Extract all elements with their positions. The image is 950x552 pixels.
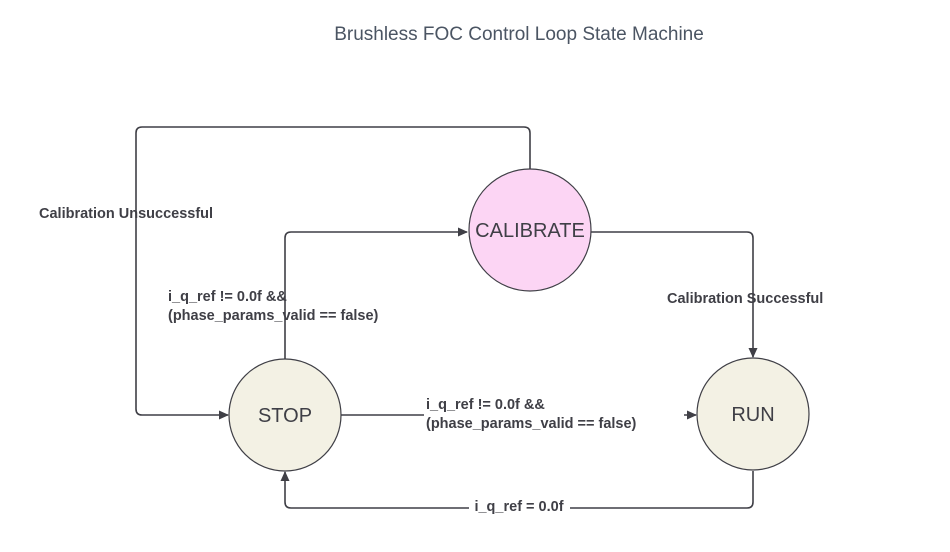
label-stop-to-run-line1: i_q_ref != 0.0f && — [426, 397, 545, 413]
state-stop-label: STOP — [258, 405, 312, 427]
label-stop-to-calibrate-line1: i_q_ref != 0.0f && — [168, 289, 287, 305]
label-stop-to-calibrate-line2: (phase_params_valid == false) — [168, 308, 379, 324]
label-calibration-successful: Calibration Successful — [667, 291, 823, 307]
state-run: RUN — [696, 357, 810, 471]
state-run-circle — [696, 357, 810, 471]
diagram-title: Brushless FOC Control Loop State Machine — [334, 24, 704, 45]
state-stop: STOP — [228, 358, 342, 472]
label-calibration-unsuccessful: Calibration Unsuccessful — [39, 206, 213, 222]
edge-stop-to-calibrate — [284, 227, 468, 360]
label-run-to-stop: i_q_ref = 0.0f — [474, 499, 563, 515]
state-calibrate-circle — [468, 168, 592, 292]
label-stop-to-run-line2: (phase_params_valid == false) — [426, 416, 637, 432]
label-bg-run-to-stop — [469, 496, 570, 516]
label-bg-stop-to-run — [424, 395, 684, 435]
state-stop-circle — [228, 358, 342, 472]
state-calibrate-label: CALIBRATE — [475, 220, 585, 242]
state-calibrate: CALIBRATE — [468, 168, 592, 292]
edge-calibrate-to-run — [591, 231, 758, 358]
state-run-label: RUN — [731, 404, 774, 426]
edge-calibrate-to-stop — [135, 126, 531, 420]
